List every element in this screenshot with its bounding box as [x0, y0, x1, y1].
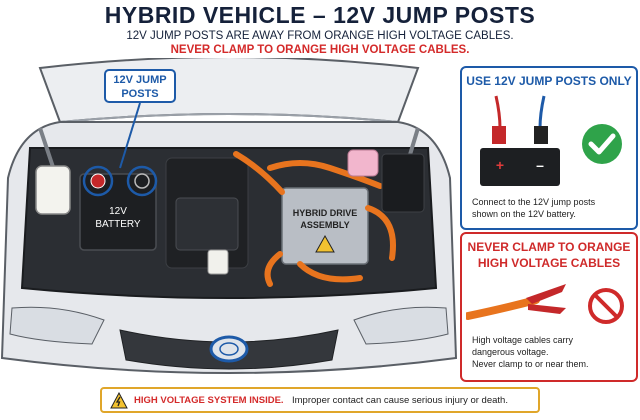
panel-no-text-line1: High voltage cables carry	[472, 335, 574, 345]
hybrid-label-line1: HYBRID DRIVE	[293, 208, 358, 218]
panel-no-title-line1: NEVER CLAMP TO ORANGE	[467, 240, 631, 254]
callout-label: 12V JUMP POSTS	[113, 74, 167, 100]
panel-ok-text-line1: Connect to the 12V jump posts	[472, 197, 596, 207]
use-jump-posts-panel: USE 12V JUMP POSTS ONLY + – Connect to t…	[460, 66, 638, 230]
headlight-left	[9, 306, 105, 345]
plus-sign: +	[496, 157, 504, 173]
orange-high-voltage-cables	[233, 151, 396, 287]
clamp-on-orange-cable-icon	[466, 284, 566, 320]
hybrid-label-line2: ASSEMBLY	[300, 220, 349, 230]
footer-warning-bar: HIGH VOLTAGE SYSTEM INSIDE. Improper con…	[100, 387, 540, 413]
prohibited-icon	[588, 288, 624, 324]
minus-sign: –	[536, 157, 544, 173]
page-warning: NEVER CLAMP TO ORANGE HIGH VOLTAGE CABLE…	[170, 44, 470, 56]
battery-with-clamps-icon: + –	[480, 95, 560, 186]
coolant-reservoir-left	[35, 165, 71, 215]
battery-label-battery: BATTERY	[95, 219, 141, 230]
washer-reservoir	[207, 249, 229, 275]
jump-posts-callout: 12V JUMP POSTS	[104, 69, 176, 103]
hybrid-drive-assembly: HYBRID DRIVE ASSEMBLY	[281, 187, 369, 265]
footer-message: Improper contact can cause serious injur…	[292, 395, 508, 406]
panel-no-text-line3: Never clamp to or near them.	[472, 359, 589, 369]
open-hood	[38, 58, 420, 124]
panel-no-text-line2: dangerous voltage.	[472, 347, 549, 357]
brake-fluid-reservoir	[347, 149, 379, 177]
12v-battery: 12V BATTERY	[79, 165, 158, 251]
positive-jump-post[interactable]	[90, 173, 106, 189]
page-subtitle: 12V JUMP POSTS ARE AWAY FROM ORANGE HIGH…	[126, 30, 514, 42]
high-voltage-warning-icon	[110, 392, 128, 409]
negative-jump-post[interactable]	[134, 173, 150, 189]
never-clamp-panel: NEVER CLAMP TO ORANGE HIGH VOLTAGE CABLE…	[460, 232, 638, 382]
high-voltage-sticker-icon	[315, 234, 335, 253]
brand-logo-icon	[209, 335, 249, 363]
check-circle-icon	[582, 124, 622, 164]
fuse-box	[381, 153, 425, 213]
panel-no-title-line2: HIGH VOLTAGE CABLES	[477, 256, 621, 270]
panel-ok-title: USE 12V JUMP POSTS ONLY	[466, 74, 632, 88]
battery-label-12v: 12V	[109, 206, 127, 217]
panel-ok-text-line2: shown on the 12V battery.	[472, 209, 576, 219]
page-title: HYBRID VEHICLE – 12V JUMP POSTS	[104, 2, 536, 28]
engine-bay-illustration: 12V BATTERY HYBRID DRIVE ASSEMBLY	[0, 58, 458, 374]
footer-warning-text: HIGH VOLTAGE SYSTEM INSIDE.	[134, 395, 284, 406]
headlight-right	[353, 306, 449, 345]
